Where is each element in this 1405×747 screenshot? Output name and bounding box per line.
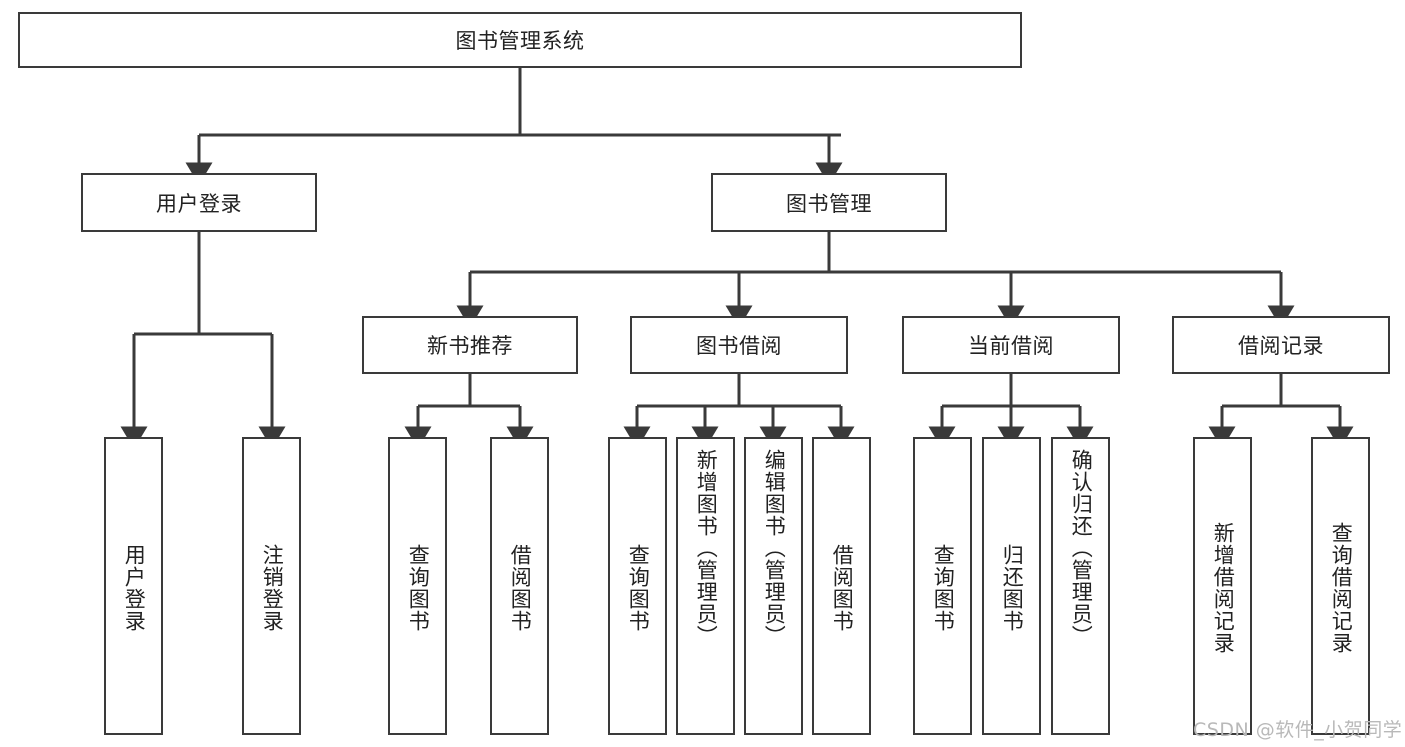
node-new-book-rec-label: 新书推荐: [427, 334, 513, 358]
node-leaf-add-book-label: 新增图书（管理员）: [694, 449, 719, 647]
node-leaf-edit-book-label: 编辑图书（管理员）: [762, 449, 787, 647]
node-book-borrow-label: 图书借阅: [696, 334, 782, 358]
node-leaf-query-record-label: 查询借阅记录: [1329, 522, 1354, 654]
node-leaf-query-book-3-label: 查询图书: [931, 544, 956, 632]
node-leaf-add-record[interactable]: 新增借阅记录: [1193, 437, 1252, 735]
node-current-borrow-label: 当前借阅: [968, 334, 1054, 358]
node-root[interactable]: 图书管理系统: [18, 12, 1022, 68]
node-leaf-query-book-3[interactable]: 查询图书: [913, 437, 972, 735]
node-leaf-add-book[interactable]: 新增图书（管理员）: [676, 437, 735, 735]
node-leaf-user-logout[interactable]: 注销登录: [242, 437, 301, 735]
node-leaf-borrow-book-1[interactable]: 借阅图书: [490, 437, 549, 735]
node-book-borrow[interactable]: 图书借阅: [630, 316, 848, 374]
node-leaf-query-book-1-label: 查询图书: [406, 544, 431, 632]
node-leaf-return-book-label: 归还图书: [1000, 544, 1025, 632]
node-leaf-user-login[interactable]: 用户登录: [104, 437, 163, 735]
node-book-manage-label: 图书管理: [786, 191, 872, 216]
node-leaf-borrow-book-2[interactable]: 借阅图书: [812, 437, 871, 735]
node-leaf-add-record-label: 新增借阅记录: [1211, 522, 1236, 654]
node-leaf-user-logout-label: 注销登录: [260, 544, 285, 632]
node-leaf-confirm-return-label: 确认归还（管理员）: [1069, 449, 1094, 647]
node-leaf-confirm-return[interactable]: 确认归还（管理员）: [1051, 437, 1110, 735]
node-user-login[interactable]: 用户登录: [81, 173, 317, 232]
node-leaf-query-book-2-label: 查询图书: [626, 544, 651, 632]
node-current-borrow[interactable]: 当前借阅: [902, 316, 1120, 374]
node-leaf-query-record[interactable]: 查询借阅记录: [1311, 437, 1370, 735]
node-leaf-return-book[interactable]: 归还图书: [982, 437, 1041, 735]
node-borrow-record[interactable]: 借阅记录: [1172, 316, 1390, 374]
node-leaf-query-book-2[interactable]: 查询图书: [608, 437, 667, 735]
node-borrow-record-label: 借阅记录: [1238, 334, 1324, 358]
node-user-login-label: 用户登录: [156, 191, 242, 216]
node-leaf-borrow-book-1-label: 借阅图书: [508, 544, 533, 632]
node-leaf-borrow-book-2-label: 借阅图书: [830, 544, 855, 632]
node-leaf-user-login-label: 用户登录: [122, 544, 147, 632]
node-leaf-query-book-1[interactable]: 查询图书: [388, 437, 447, 735]
node-book-manage[interactable]: 图书管理: [711, 173, 947, 232]
node-leaf-edit-book[interactable]: 编辑图书（管理员）: [744, 437, 803, 735]
node-root-label: 图书管理系统: [455, 29, 585, 53]
node-new-book-rec[interactable]: 新书推荐: [362, 316, 578, 374]
watermark-text: CSDN @软件_小贺同学: [1193, 719, 1403, 741]
